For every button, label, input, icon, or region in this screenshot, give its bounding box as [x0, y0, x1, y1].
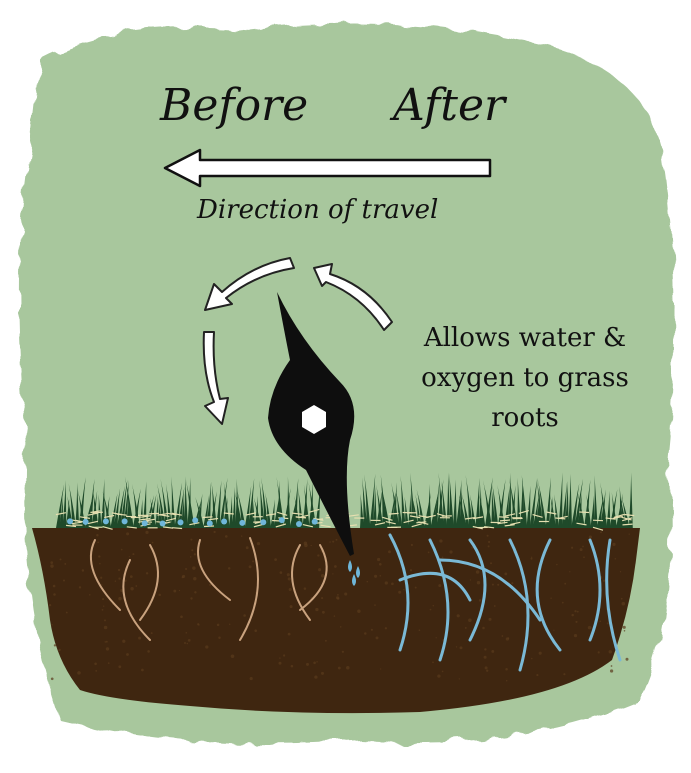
soil-layer [32, 528, 640, 713]
benefit-note: Allows water & oxygen to grass roots [405, 318, 645, 438]
before-label: Before [160, 80, 308, 131]
after-label: After [393, 80, 505, 131]
direction-label: Direction of travel [197, 195, 438, 225]
